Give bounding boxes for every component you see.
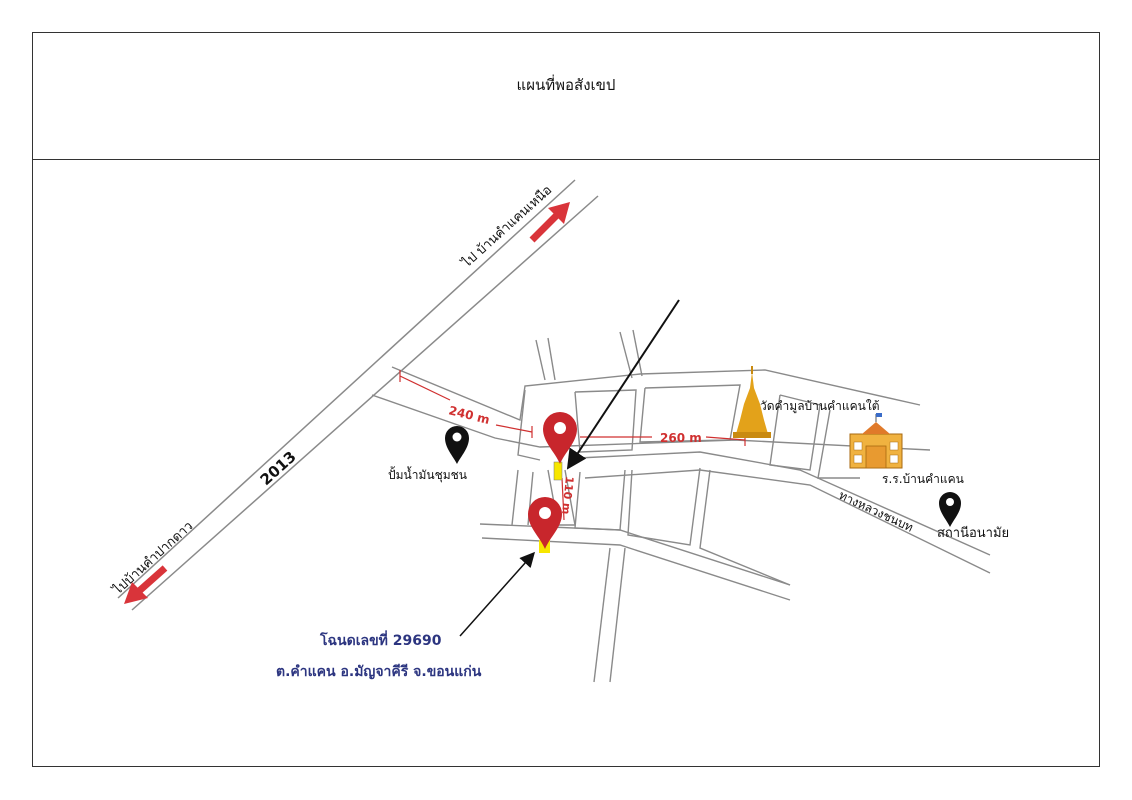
- health-center-label: สถานีอนามัย: [937, 525, 1009, 541]
- direction-label-south: ไปบ้านคำปากดาว: [109, 518, 196, 599]
- arrow-to-south: [124, 565, 168, 604]
- plot-marker-upper: [553, 461, 563, 481]
- location-pin-lower: [528, 497, 562, 549]
- map-canvas: ไป บ้านคำแคนเหนือ ไปบ้านคำปากดาว 2013 24…: [109, 179, 1009, 683]
- deed-number-label: โฉนดเลขที่ 29690: [319, 630, 442, 649]
- temple-label: วัดคำมูลบ้านคำแคนใต้: [760, 399, 880, 414]
- gas-station-pin-icon: [445, 426, 469, 464]
- pointer-arrow-lower: [459, 551, 535, 637]
- arrow-to-north: [529, 202, 570, 243]
- gas-station-label: ปั้มน้ำมันชุมชน: [388, 466, 467, 483]
- road-number-label: 2013: [257, 448, 300, 489]
- header-box: แผนที่พอสังเขป: [33, 33, 1099, 160]
- measure-240: [399, 370, 533, 438]
- local-roads: [371, 329, 991, 683]
- school-icon: [849, 413, 903, 469]
- temple-icon: [733, 366, 771, 438]
- health-center-pin-icon: [939, 492, 961, 527]
- location-address-label: ต.คำแคน อ.มัญจาคีรี จ.ขอนแก่น: [276, 664, 482, 680]
- distance-label-110: 110 m: [559, 476, 576, 515]
- school-label: ร.ร.บ้านคำแคน: [882, 472, 964, 486]
- rural-highway-label: ทางหลวงชนบท: [837, 488, 916, 535]
- measure-110: [561, 477, 565, 521]
- page-title: แผนที่พอสังเขป: [516, 76, 616, 94]
- highway-2013: [117, 179, 599, 611]
- distance-label-260: 260 m: [660, 431, 702, 445]
- location-pin-upper: [543, 412, 577, 464]
- document-frame: แผนที่พอสังเขป: [32, 32, 1100, 767]
- pointer-arrow-upper: [566, 299, 680, 470]
